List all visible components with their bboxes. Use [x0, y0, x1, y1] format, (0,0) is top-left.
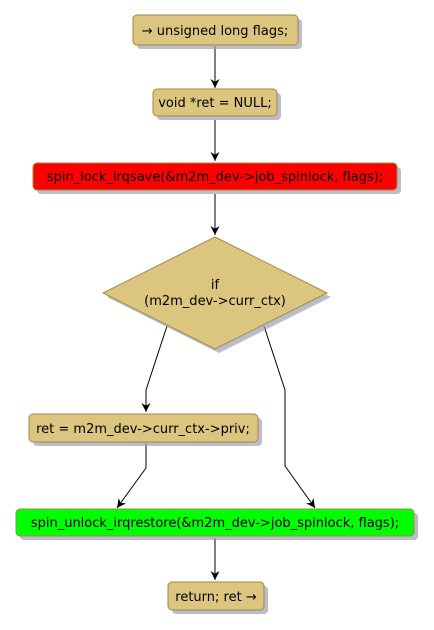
node-assign-ret-label: ret = m2m_dev->curr_ctx->priv; [36, 422, 250, 437]
edge-condition-true [141, 325, 168, 412]
node-spin-unlock: spin_unlock_irqrestore(&m2m_dev->job_spi… [15, 508, 418, 540]
node-init-ret-label: void *ret = NULL; [158, 96, 272, 111]
node-condition: if (m2m_dev->curr_ctx) [101, 236, 331, 353]
node-init-ret: void *ret = NULL; [152, 88, 281, 120]
node-spin-lock-label: spin_lock_irqsave(&m2m_dev->job_spinlock… [47, 170, 383, 185]
node-condition-line2: (m2m_dev->curr_ctx) [144, 294, 286, 309]
node-assign-ret: ret = m2m_dev->curr_ctx->priv; [28, 413, 262, 446]
edges [116, 46, 316, 580]
node-declare-flags-label: → unsigned long flags; [142, 24, 289, 39]
edge-assign-to-unlock [116, 443, 147, 509]
node-spin-lock: spin_lock_irqsave(&m2m_dev->job_spinlock… [32, 162, 401, 194]
node-spin-unlock-label: spin_unlock_irqrestore(&m2m_dev->job_spi… [31, 516, 399, 531]
edge-condition-false [263, 325, 316, 509]
node-condition-line1: if [211, 278, 220, 293]
node-declare-flags: → unsigned long flags; [132, 14, 302, 49]
node-return-label: return; ret → [175, 590, 257, 605]
node-return: return; ret → [167, 581, 268, 614]
